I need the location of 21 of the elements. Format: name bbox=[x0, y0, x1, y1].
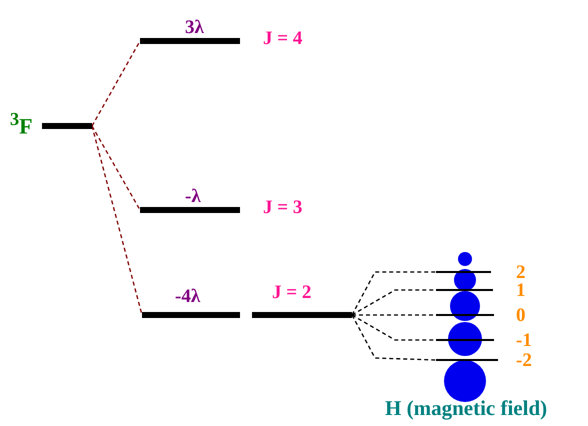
level-label: -4λ bbox=[175, 287, 200, 306]
quantum-number-label: 2 bbox=[516, 263, 526, 282]
quantum-number-label: -1 bbox=[516, 331, 532, 350]
dashed-connector bbox=[352, 314, 436, 341]
level-label: J = 4 bbox=[263, 29, 302, 48]
dashed-connector bbox=[352, 314, 436, 316]
level-label: J = 3 bbox=[263, 198, 302, 217]
quantum-number-label: 0 bbox=[516, 306, 526, 325]
dashed-connector bbox=[351, 314, 436, 361]
level-label: 3λ bbox=[185, 18, 204, 37]
level-label: $^{3}$F bbox=[10, 110, 33, 138]
level-label: -λ bbox=[185, 187, 201, 206]
level-label: J = 2 bbox=[272, 283, 312, 302]
quantum-number-label: -2 bbox=[516, 351, 532, 370]
dashed-connector bbox=[91, 126, 143, 316]
dashed-connector bbox=[352, 289, 436, 316]
dashed-connector bbox=[91, 126, 141, 210]
dashed-connector bbox=[91, 40, 141, 126]
quantum-number-label: 1 bbox=[516, 281, 526, 300]
axis-label: H (magnetic field) bbox=[385, 398, 548, 419]
dashed-connector bbox=[351, 271, 436, 316]
